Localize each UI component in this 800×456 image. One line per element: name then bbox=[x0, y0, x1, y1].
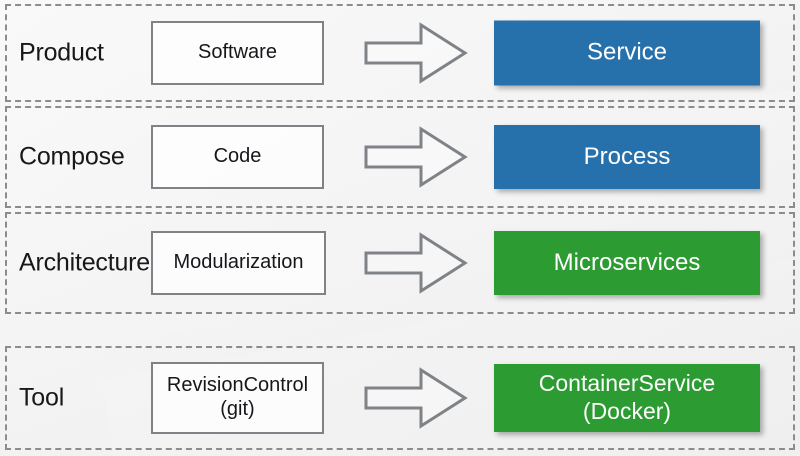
right-arrow-icon bbox=[364, 367, 468, 429]
source-box-revision-control: RevisionControl (git) bbox=[151, 362, 324, 434]
source-line-1: RevisionControl bbox=[166, 374, 309, 397]
result-box-process: Process bbox=[494, 125, 760, 189]
source-line-2: (git) bbox=[220, 398, 255, 420]
row-product: Product Software Service bbox=[5, 4, 795, 102]
source-box-code: Code bbox=[151, 125, 324, 189]
row-tool: Tool RevisionControl (git) ContainerServ… bbox=[5, 346, 795, 450]
right-arrow-icon bbox=[364, 126, 468, 188]
result-box-microservices: Microservices bbox=[494, 231, 760, 295]
row-compose: Compose Code Process bbox=[5, 106, 795, 208]
row-label-product: Product bbox=[19, 38, 104, 67]
row-architecture: Architecture Modularization Microservice… bbox=[5, 212, 795, 314]
result-box-service: Service bbox=[494, 20, 760, 86]
result-line-2: (Docker) bbox=[582, 398, 672, 424]
row-label-compose: Compose bbox=[19, 142, 125, 171]
source-box-software: Software bbox=[151, 21, 324, 85]
result-line-1: ContainerService bbox=[538, 370, 716, 397]
row-label-tool: Tool bbox=[19, 383, 65, 412]
right-arrow-icon bbox=[364, 232, 468, 294]
result-box-container-service: ContainerService (Docker) bbox=[494, 364, 760, 432]
right-arrow-icon bbox=[364, 22, 468, 84]
source-box-modularization: Modularization bbox=[151, 231, 326, 295]
row-label-architecture: Architecture bbox=[19, 248, 150, 277]
